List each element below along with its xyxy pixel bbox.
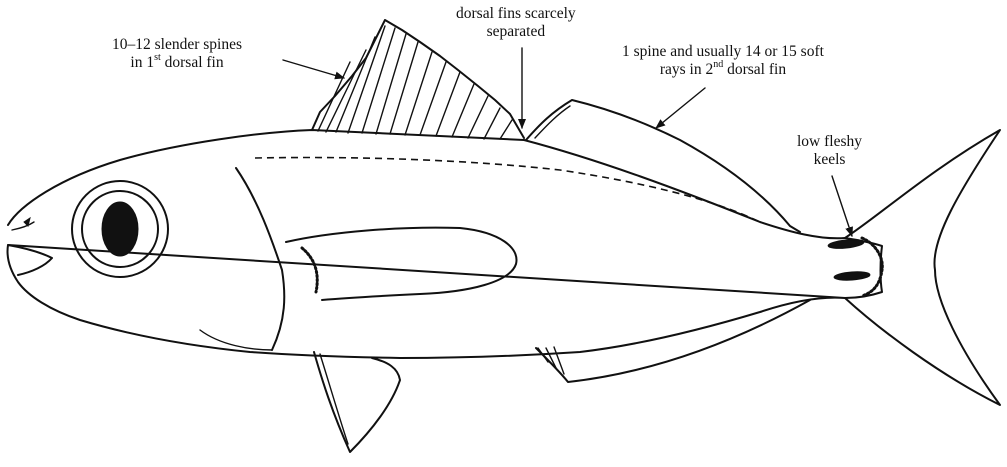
- label-keels-line2: keels: [797, 151, 862, 169]
- fish-body: [7, 130, 882, 358]
- pelvic-fin: [314, 352, 400, 452]
- arrow-rays: [656, 88, 705, 128]
- label-spines-line1: 10–12 slender spines: [112, 36, 242, 54]
- lateral-line: [255, 158, 760, 223]
- keels: [828, 238, 883, 296]
- label-rays-sup: nd: [713, 59, 723, 70]
- label-rays-post: dorsal fin: [723, 61, 786, 78]
- second-dorsal-fin: [526, 100, 800, 232]
- label-spines-pre: in 1: [130, 54, 154, 71]
- label-spines-post: dorsal fin: [161, 54, 224, 71]
- label-rays: 1 spine and usually 14 or 15 soft rays i…: [622, 43, 824, 79]
- arrow-spines: [283, 60, 344, 78]
- label-separated-line1: dorsal fins scarcely: [456, 5, 576, 23]
- label-keels: low fleshy keels: [797, 133, 862, 169]
- label-spines-sup: st: [154, 52, 161, 63]
- eye: [72, 181, 168, 277]
- label-separated: dorsal fins scarcely separated: [456, 5, 576, 41]
- label-rays-pre: rays in 2: [660, 61, 713, 78]
- label-spines: 10–12 slender spines in 1st dorsal fin: [112, 36, 242, 72]
- label-separated-line2: separated: [456, 23, 576, 41]
- label-spines-line2: in 1st dorsal fin: [112, 54, 242, 72]
- arrow-keels: [832, 176, 852, 236]
- anal-fin: [536, 300, 810, 382]
- label-keels-line1: low fleshy: [797, 133, 862, 151]
- caudal-fin: [845, 130, 1000, 405]
- label-rays-line2: rays in 2nd dorsal fin: [622, 61, 824, 79]
